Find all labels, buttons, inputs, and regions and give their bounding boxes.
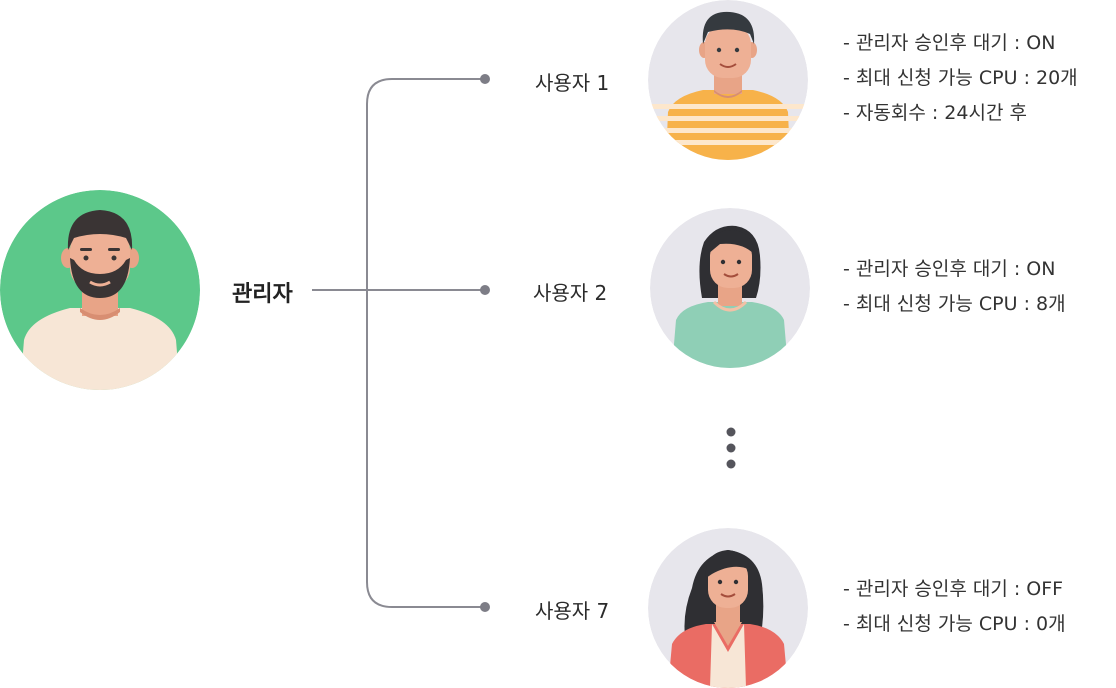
user7-detail-cpu: - 최대 신청 가능 CPU : 0개 bbox=[843, 613, 1066, 635]
admin-label: 관리자 bbox=[232, 282, 293, 307]
user1-name: 사용자 1 bbox=[535, 71, 610, 95]
user2-detail-cpu: - 최대 신청 가능 CPU : 8개 bbox=[843, 293, 1066, 315]
user7-connector-dot bbox=[480, 602, 490, 612]
user7-avatar bbox=[648, 528, 808, 688]
user7-detail-approval: - 관리자 승인후 대기 : OFF bbox=[843, 578, 1064, 600]
ellipsis-dot bbox=[726, 427, 736, 437]
user2-connector-dot bbox=[480, 285, 490, 295]
user2-name: 사용자 2 bbox=[533, 281, 608, 305]
user7-name: 사용자 7 bbox=[535, 599, 610, 623]
user1-avatar bbox=[648, 0, 808, 160]
user1-detail-approval: - 관리자 승인후 대기 : ON bbox=[843, 32, 1056, 54]
user2-details: - 관리자 승인후 대기 : ON - 최대 신청 가능 CPU : 8개 bbox=[843, 252, 1066, 322]
branch-line bbox=[366, 78, 485, 608]
user1-details: - 관리자 승인후 대기 : ON - 최대 신청 가능 CPU : 20개 -… bbox=[843, 26, 1078, 131]
user1-detail-cpu: - 최대 신청 가능 CPU : 20개 bbox=[843, 67, 1078, 89]
ellipsis-dot bbox=[726, 443, 736, 453]
user7-details: - 관리자 승인후 대기 : OFF - 최대 신청 가능 CPU : 0개 bbox=[843, 572, 1066, 642]
ellipsis-dot bbox=[726, 459, 736, 469]
user2-detail-approval: - 관리자 승인후 대기 : ON bbox=[843, 258, 1056, 280]
user2-avatar bbox=[650, 208, 810, 368]
user1-connector-dot bbox=[480, 74, 490, 84]
user1-detail-reclaim: - 자동회수 : 24시간 후 bbox=[843, 102, 1027, 124]
admin-avatar bbox=[0, 190, 200, 390]
